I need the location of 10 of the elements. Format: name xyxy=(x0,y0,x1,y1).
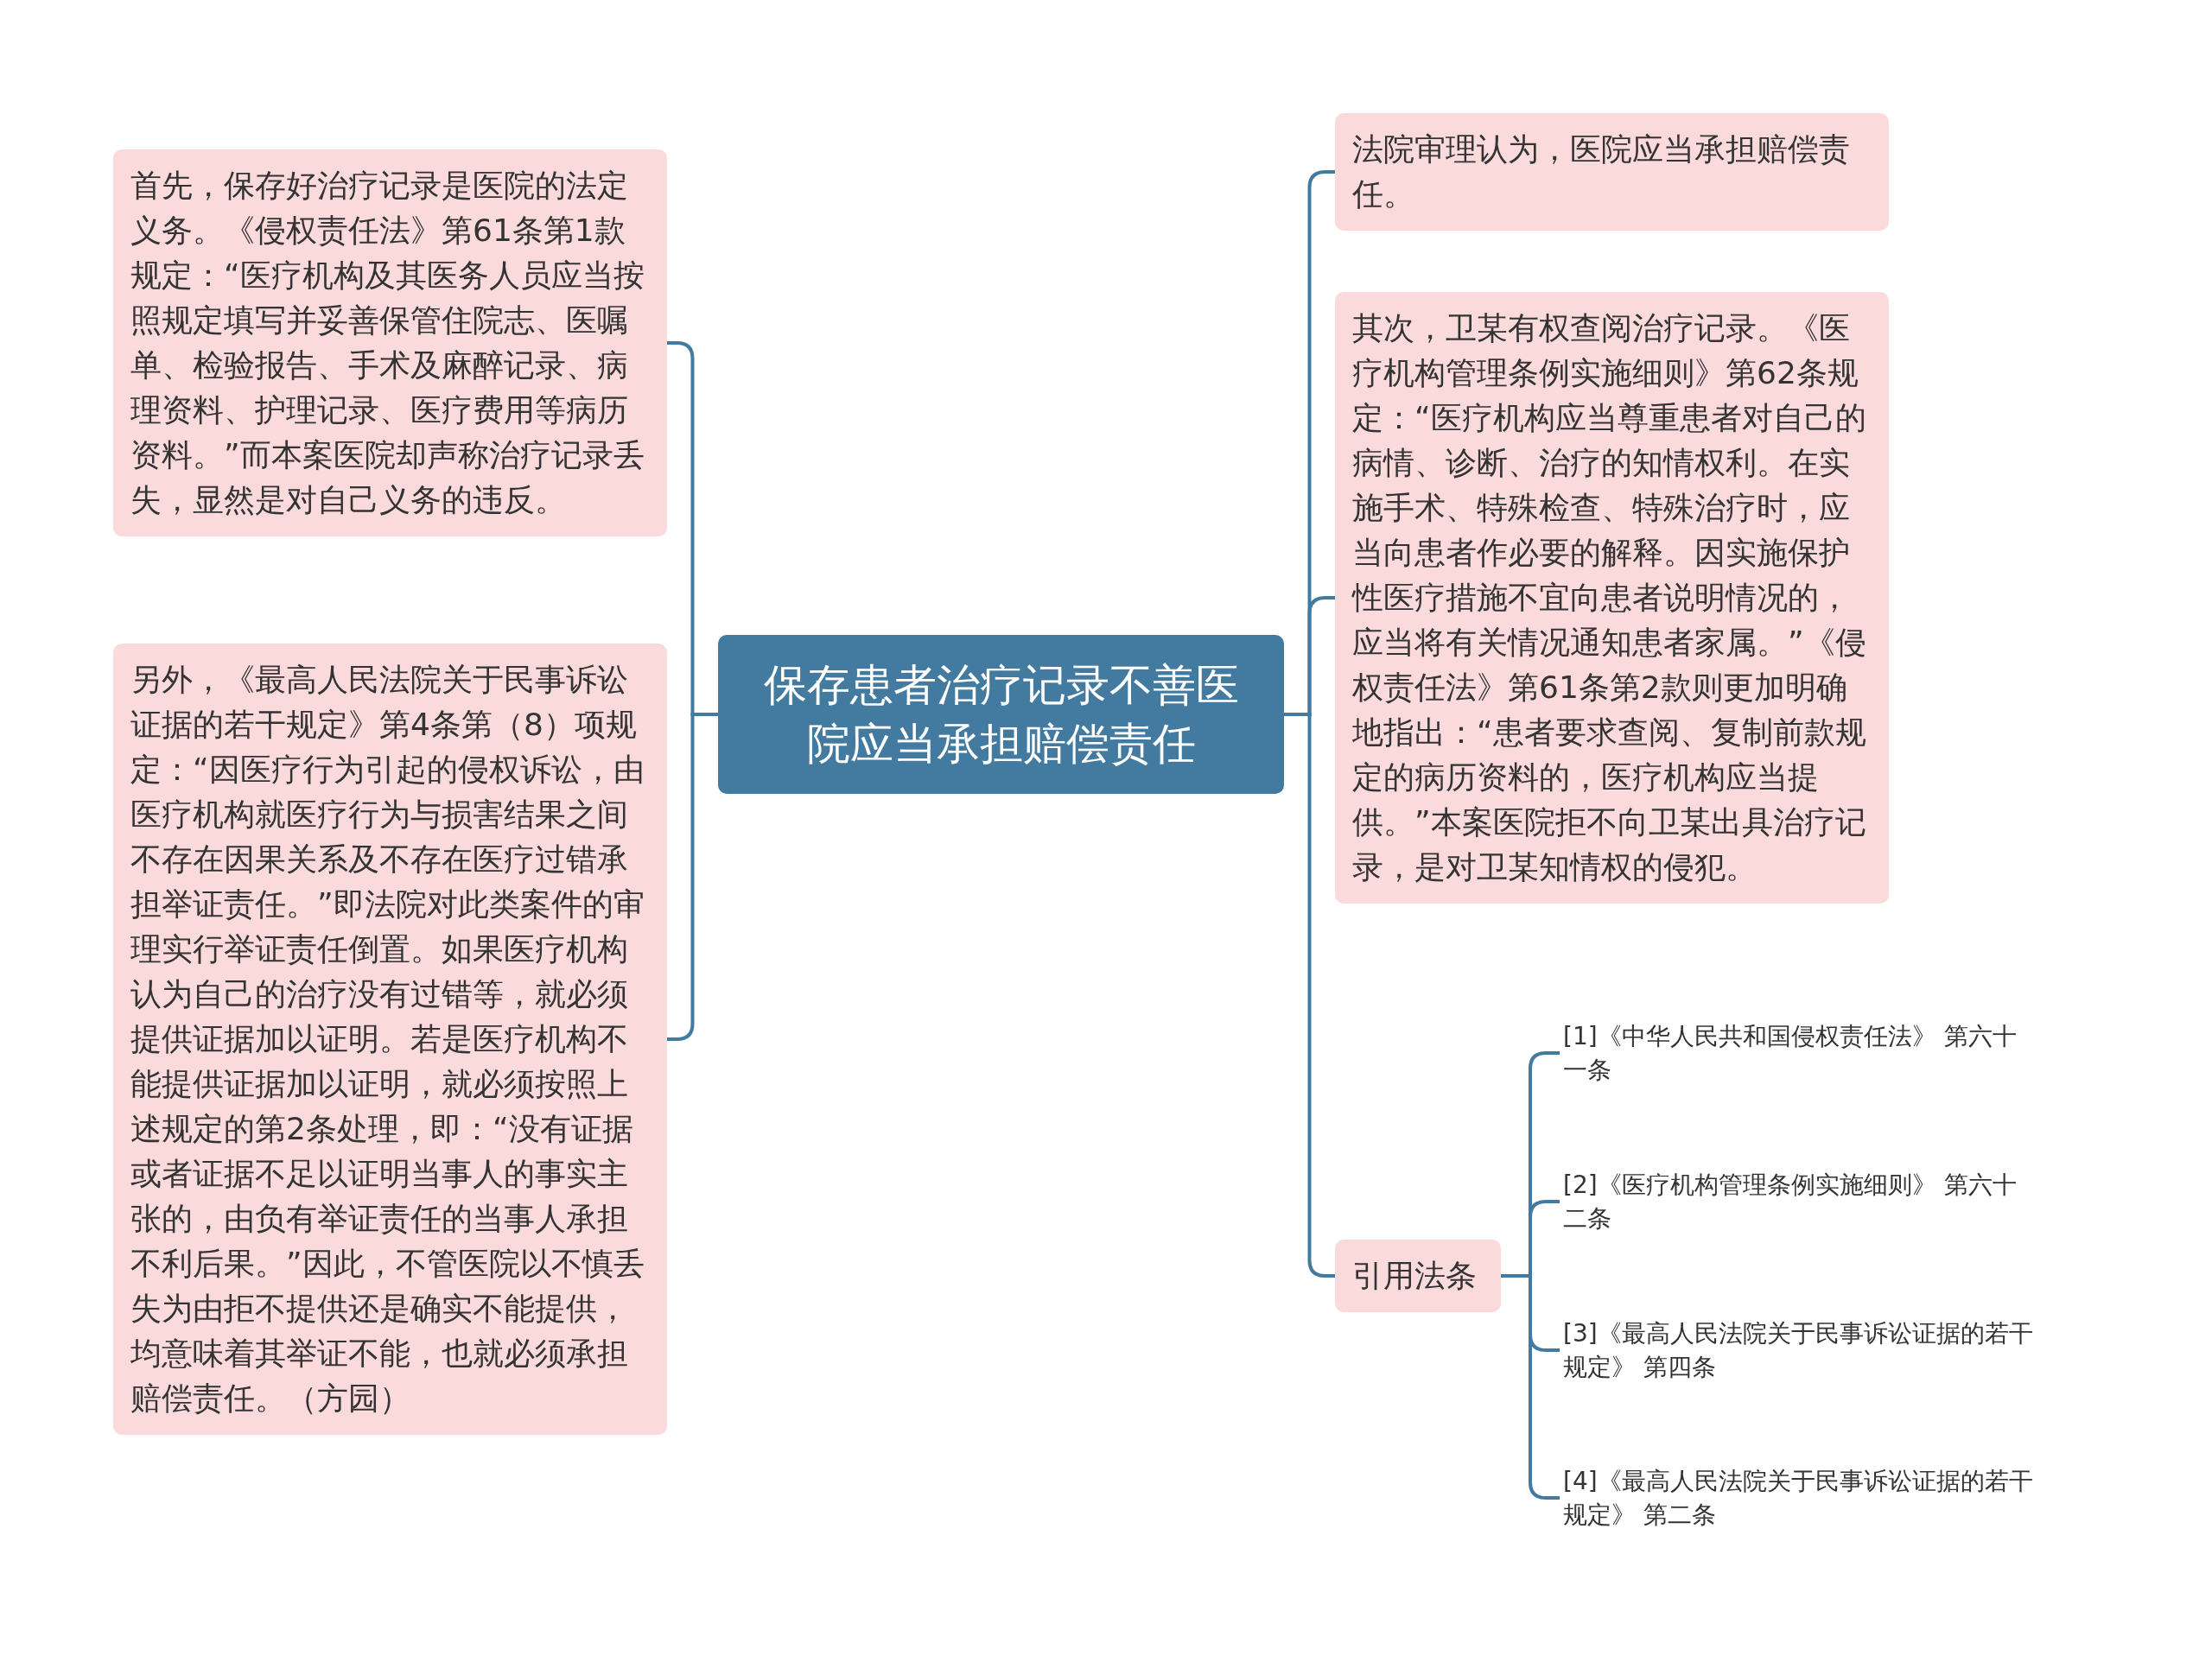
citation-text: [2]《医疗机构管理条例实施细则》 第六十二条 xyxy=(1560,1168,2044,1235)
central-topic-box: 保存患者治疗记录不善医院应当承担赔偿责任 xyxy=(718,635,1284,794)
topic-box: 法院审理认为，医院应当承担赔偿责任。 xyxy=(1335,113,1889,231)
topic-box: 其次，卫某有权查阅治疗记录。《医疗机构管理条例实施细则》第62条规定：“医疗机构应当尊重患者对自己的病情、诊断、治疗的知情权利。在实施手术、特殊检查、特殊治疗时，应当向患者作必要的解释。因实施保护性医疗措施不宜向患者说明情况的，应当将有关情况通知患者家属。”《侵权责任法》第61条第2款则更加明确地指出：“患者要求查阅、复制前款规定的病历资料的，医疗机构应当提供。”本案医院拒不向卫某出具治疗记录，是对卫某知情权的侵犯。 xyxy=(1335,292,1889,904)
topic-box: 引用法条 xyxy=(1335,1240,1501,1312)
citation-text: [1]《中华人民共和国侵权责任法》 第六十一条 xyxy=(1560,1019,2044,1087)
topic-box: 首先，保存好治疗记录是医院的法定义务。《侵权责任法》第61条第1款规定：“医疗机构及其医务人员应当按照规定填写并妥善保管住院志、医嘱单、检验报告、手术及麻醉记录、病理资料、护理记录、医疗费用等病历资料。”而本案医院却声称治疗记录丢失，显然是对自己义务的违反。 xyxy=(113,149,667,536)
citation-text: [3]《最高人民法院关于民事诉讼证据的若干规定》 第四条 xyxy=(1560,1316,2044,1384)
topic-box: 另外，《最高人民法院关于民事诉讼证据的若干规定》第4条第（8）项规定：“因医疗行为引起的侵权诉讼，由医疗机构就医疗行为与损害结果之间不存在因果关系及不存在医疗过错承担举证责任。”即法院对此类案件的审理实行举证责任倒置。如果医疗机构认为自己的治疗没有过错等，就必须提供证据加以证明。若是医疗机构不能提供证据加以证明，就必须按照上述规定的第2条处理，即：“没有证据或者证据不足以证明当事人的事实主张的，由负有举证责任的当事人承担不利后果。”因此，不管医院以不慎丢失为由拒不提供还是确实不能提供，均意味着其举证不能，也就必须承担赔偿责任。（方园） xyxy=(113,644,667,1435)
citation-text: [4]《最高人民法院关于民事诉讼证据的若干规定》 第二条 xyxy=(1560,1464,2044,1532)
